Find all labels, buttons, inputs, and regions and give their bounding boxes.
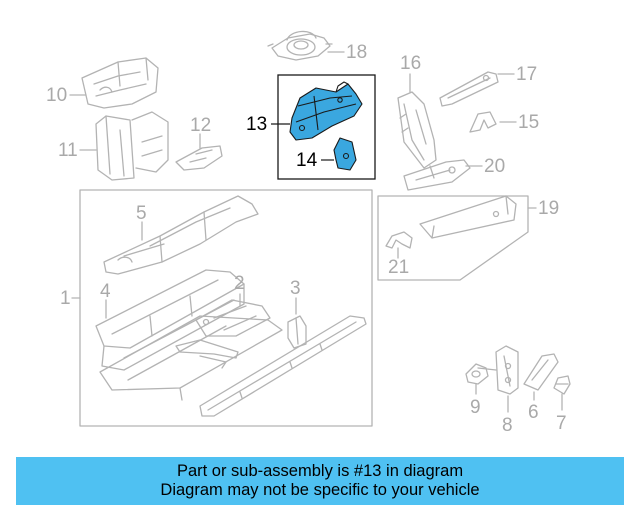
highlight-box [271,74,376,180]
callout-4: 4 [100,281,111,302]
part-12-bracket [175,145,223,171]
part-9-bolt [465,363,497,385]
callout-9: 9 [470,397,481,418]
part-7-clip [553,375,571,395]
callout-15: 15 [518,112,540,133]
info-banner: Part or sub-assembly is #13 in diagram D… [16,457,624,505]
callout-18: 18 [346,42,368,63]
callout-21: 21 [388,257,410,278]
part-8-bracket [495,345,519,395]
callout-17: 17 [516,64,538,85]
banner-line-2: Diagram may not be specific to your vehi… [160,481,480,499]
part-14-highlighted [333,137,357,171]
part-10-bracket [81,57,159,109]
part-17-bracket [439,71,499,107]
part-6-bracket [523,353,559,391]
callout-12: 12 [190,115,212,136]
callout-10: 10 [46,85,68,106]
callout-7: 7 [556,413,567,434]
callout-19: 19 [538,198,560,219]
part-lower-rail [99,315,283,401]
part-1-assembly [79,189,373,427]
callout-14: 14 [296,150,318,171]
part-16-bracket [397,91,437,169]
part-3-plate [287,315,307,349]
part-19-assembly [377,195,529,281]
part-strip [175,339,239,369]
callout-20: 20 [484,156,506,177]
part-rocker-sill [199,315,367,417]
part-5-panel [103,195,259,275]
callout-13: 13 [246,114,268,135]
part-15-clip [469,111,497,133]
callout-1: 1 [60,288,71,309]
callout-8: 8 [502,415,513,436]
callout-11: 11 [58,140,78,161]
callout-6: 6 [528,402,539,423]
part-11-bracket [95,111,169,181]
callout-2: 2 [234,273,245,294]
part-20-bracket [403,159,471,191]
callout-16: 16 [400,53,422,74]
part-18-mount [267,30,333,61]
callout-5: 5 [136,203,147,224]
callout-3: 3 [290,278,301,299]
banner-line-1: Part or sub-assembly is #13 in diagram [176,462,464,480]
part-13-highlighted [289,81,363,141]
